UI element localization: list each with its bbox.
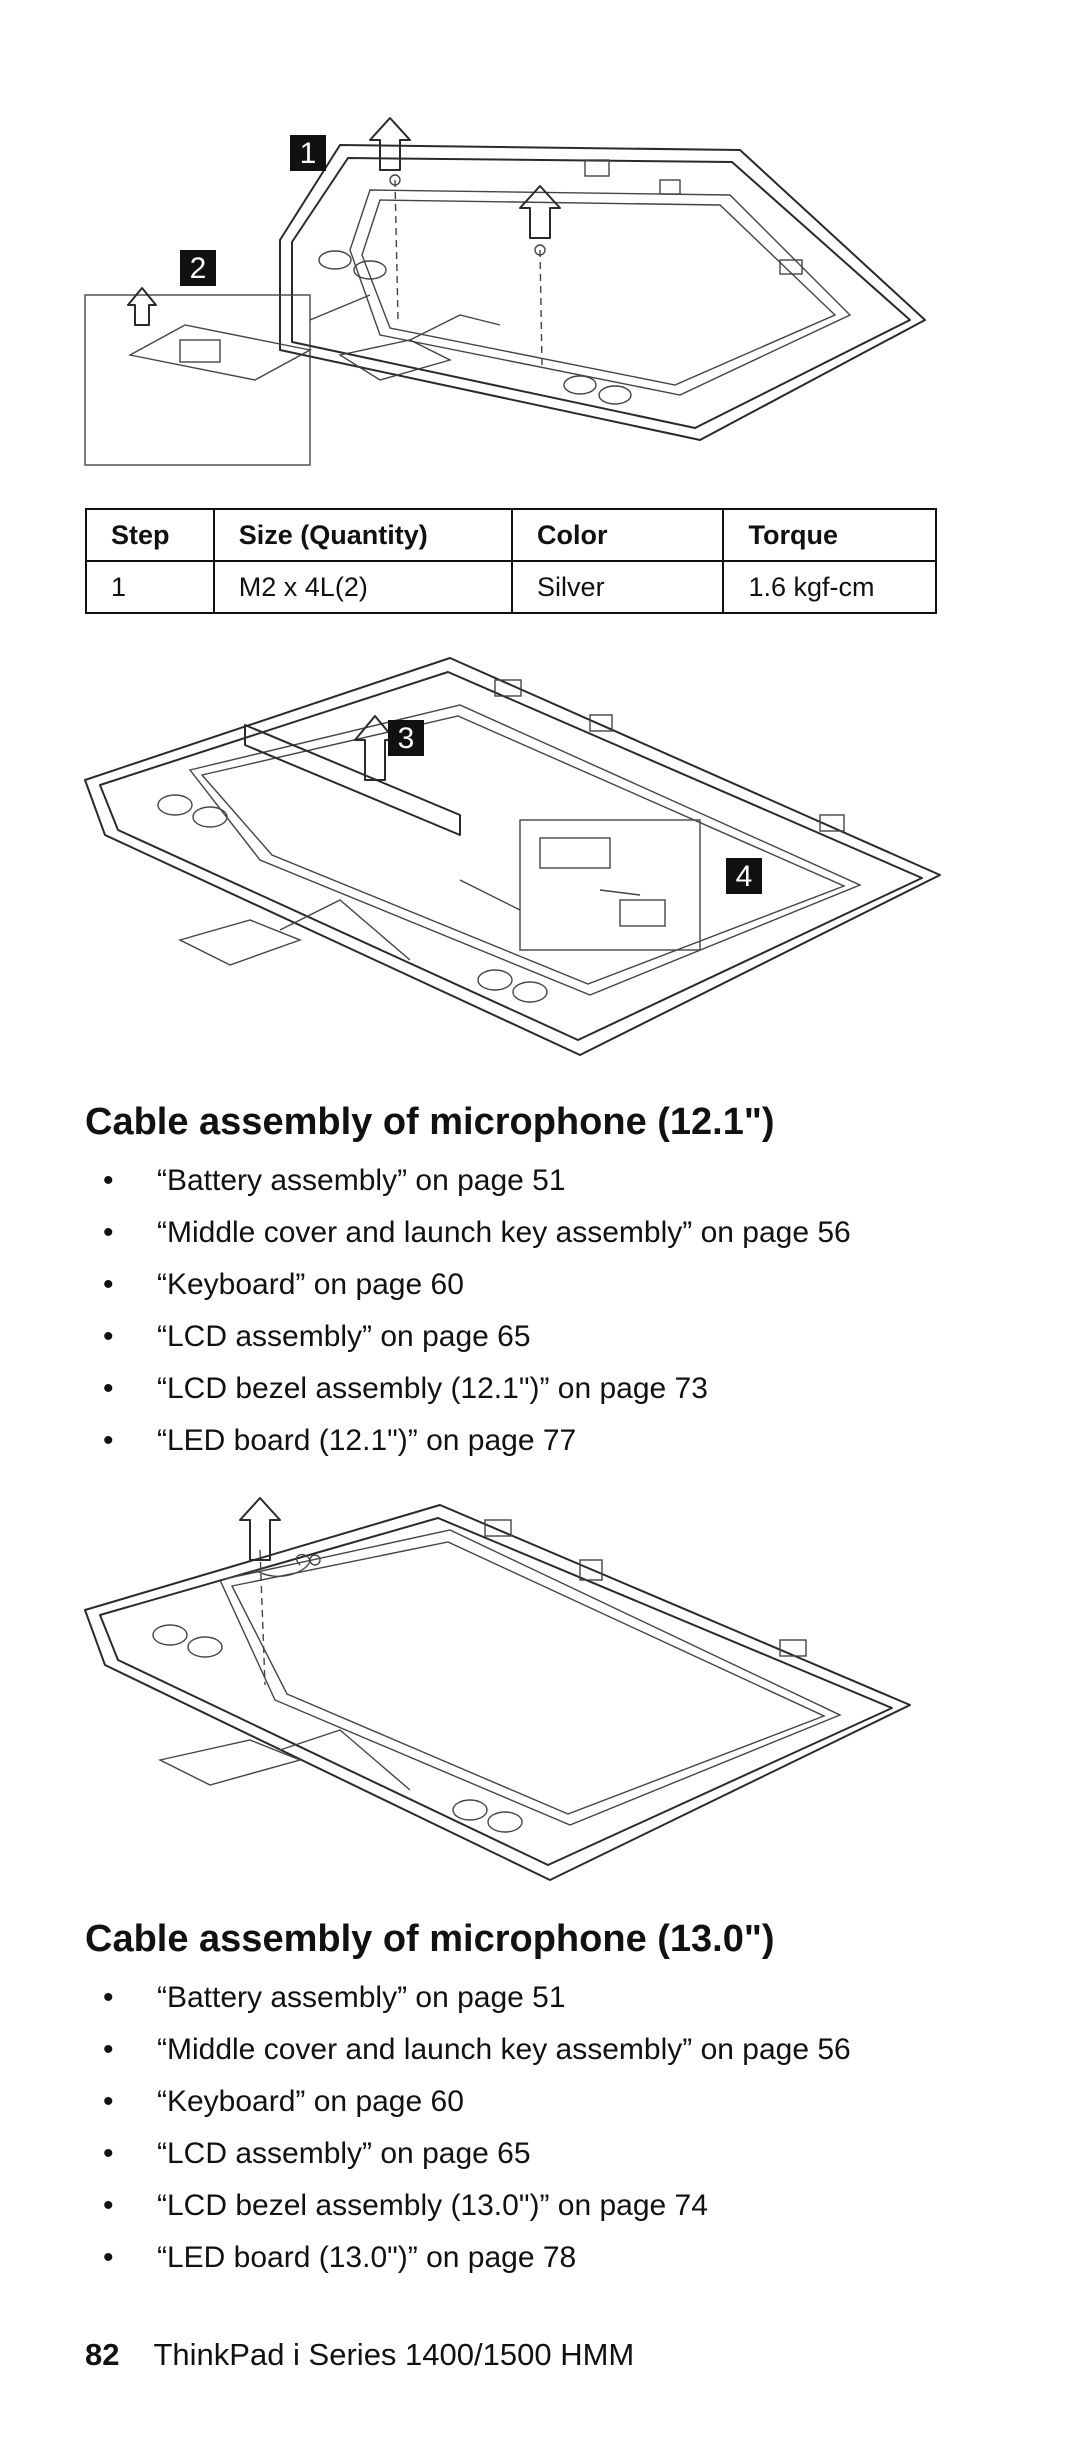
- cell-size-quantity: M2 x 4L(2): [212, 560, 514, 614]
- bullet: •: [103, 1320, 114, 1353]
- list-item-text: “Keyboard” on page 60: [157, 2085, 464, 2118]
- screw-spec-table: Step Size (Quantity) Color Torque 1 M2 x…: [85, 508, 937, 614]
- list-item-text: “Battery assembly” on page 51: [157, 1164, 566, 1197]
- bullet: •: [103, 2241, 114, 2274]
- bullet: •: [103, 2085, 114, 2118]
- header-size-quantity: Size (Quantity): [212, 508, 514, 562]
- list-item-text: “LCD assembly” on page 65: [157, 1320, 531, 1353]
- bullet: •: [103, 2189, 114, 2222]
- list-item: • “LCD bezel assembly (12.1")” on page 73: [85, 1363, 1045, 1415]
- page-number: 82: [85, 2337, 120, 2372]
- book-title: ThinkPad i Series 1400/1500 HMM: [153, 2337, 635, 2372]
- cell-color: Silver: [511, 560, 725, 614]
- section-title: Cable assembly of microphone (12.1"): [85, 1101, 775, 1143]
- callout-3: 3: [398, 722, 415, 755]
- list-item-text: “LCD bezel assembly (12.1")” on page 73: [157, 1372, 708, 1405]
- list-item: • “Middle cover and launch key assembly” …: [85, 2024, 1045, 2076]
- list-item: • “Keyboard” on page 60: [85, 1259, 1045, 1311]
- list-item-text: “LCD assembly” on page 65: [157, 2137, 531, 2170]
- cell-step: 1: [85, 560, 215, 614]
- section-microphone-12-1: Cable assembly of microphone (12.1") • “B…: [85, 1097, 1045, 1467]
- list-item: • “LED board (12.1")” on page 77: [85, 1415, 1045, 1467]
- prerequisite-list: • “Battery assembly” on page 51 • “Middle …: [85, 1155, 1045, 1467]
- list-item: • “Keyboard” on page 60: [85, 2076, 1045, 2128]
- bullet: •: [103, 2033, 114, 2066]
- section-microphone-13-0: Cable assembly of microphone (13.0") • “B…: [85, 1914, 1045, 2284]
- cell-torque: 1.6 kgf-cm: [722, 560, 937, 614]
- header-step: Step: [85, 508, 215, 562]
- list-item-text: “LED board (13.0")” on page 78: [157, 2241, 577, 2274]
- list-item: • “Battery assembly” on page 51: [85, 1972, 1045, 2024]
- figure-1-screw-removal: 1 2: [80, 110, 950, 470]
- bullet: •: [103, 1164, 114, 1197]
- list-item-text: “LCD bezel assembly (13.0")” on page 74: [157, 2189, 708, 2222]
- bullet: •: [103, 1372, 114, 1405]
- bullet: •: [103, 2137, 114, 2170]
- figure-2-bracket-connector: 3 4: [80, 650, 950, 1070]
- bullet: •: [103, 1981, 114, 2014]
- list-item: • “LCD assembly” on page 65: [85, 1311, 1045, 1363]
- section-title: Cable assembly of microphone (13.0"): [85, 1918, 775, 1960]
- list-item-text: “Middle cover and launch key assembly” o…: [157, 1216, 851, 1249]
- bullet: •: [103, 1268, 114, 1301]
- list-item: • “Battery assembly” on page 51: [85, 1155, 1045, 1207]
- header-torque: Torque: [722, 508, 937, 562]
- callout-2: 2: [190, 252, 207, 285]
- bullet: •: [103, 1216, 114, 1249]
- list-item-text: “Battery assembly” on page 51: [157, 1981, 566, 2014]
- list-item-text: “LED board (12.1")” on page 77: [157, 1424, 577, 1457]
- figure-3-microphone-cable: [80, 1490, 920, 1890]
- list-item: • “LED board (13.0")” on page 78: [85, 2232, 1045, 2284]
- list-item: • “Middle cover and launch key assembly” …: [85, 1207, 1045, 1259]
- table-row: 1 M2 x 4L(2) Silver 1.6 kgf-cm: [85, 560, 937, 614]
- header-color: Color: [511, 508, 725, 562]
- table-header-row: Step Size (Quantity) Color Torque: [85, 508, 937, 562]
- list-item-text: “Middle cover and launch key assembly” o…: [157, 2033, 851, 2066]
- list-item-text: “Keyboard” on page 60: [157, 1268, 464, 1301]
- bullet: •: [103, 1424, 114, 1457]
- prerequisite-list: • “Battery assembly” on page 51 • “Middle …: [85, 1972, 1045, 2284]
- list-item: • “LCD bezel assembly (13.0")” on page 74: [85, 2180, 1045, 2232]
- page-footer: 82 ThinkPad i Series 1400/1500 HMM: [85, 2335, 634, 2375]
- callout-4: 4: [736, 860, 753, 893]
- list-item: • “LCD assembly” on page 65: [85, 2128, 1045, 2180]
- callout-1: 1: [300, 137, 317, 170]
